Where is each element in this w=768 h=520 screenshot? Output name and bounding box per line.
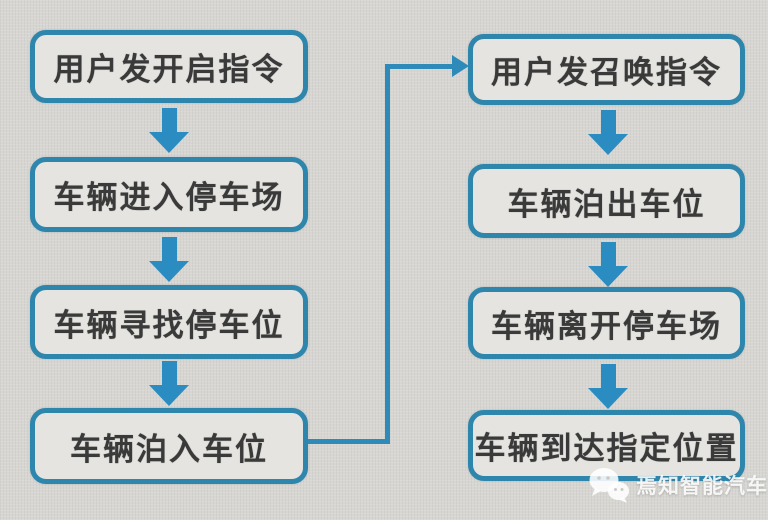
down-arrow-icon <box>149 361 189 406</box>
flow-node-vehicle-finds-spot: 车辆寻找停车位 <box>30 285 308 359</box>
down-arrow-icon <box>149 237 189 282</box>
arrow-stem <box>161 108 177 132</box>
flow-node-vehicle-leaves-lot: 车辆离开停车场 <box>468 287 745 359</box>
arrow-head <box>149 261 189 282</box>
down-arrow-icon <box>588 110 628 155</box>
arrow-head <box>588 388 628 409</box>
down-arrow-icon <box>588 242 628 287</box>
arrow-head <box>588 266 628 287</box>
connector-segment-vertical <box>385 64 390 444</box>
wechat-icon <box>589 468 629 503</box>
connector-segment-bottom <box>308 439 390 444</box>
watermark: 焉知智能汽车 <box>588 466 768 504</box>
flow-node-label: 车辆进入停车场 <box>53 180 285 215</box>
arrow-head <box>149 385 189 406</box>
flow-node-user-summon-command: 用户发召唤指令 <box>468 34 745 105</box>
connector-arrowhead-icon <box>452 55 469 77</box>
flow-node-vehicle-parks-in: 车辆泊入车位 <box>30 408 308 484</box>
flow-node-label: 车辆离开停车场 <box>491 308 722 344</box>
flow-node-label: 用户发开启指令 <box>53 52 285 87</box>
down-arrow-icon <box>149 108 189 153</box>
arrow-head <box>149 132 189 153</box>
flow-node-label: 车辆到达指定位置 <box>474 431 739 466</box>
arrow-stem <box>161 361 177 385</box>
flow-node-user-start-command: 用户发开启指令 <box>30 30 308 103</box>
connector-segment-top <box>388 64 454 69</box>
flow-node-label: 用户发召唤指令 <box>491 55 722 90</box>
flow-node-vehicle-parks-out: 车辆泊出车位 <box>468 164 745 238</box>
watermark-text: 焉知智能汽车 <box>636 475 768 498</box>
flow-node-label: 车辆寻找停车位 <box>53 307 285 343</box>
down-arrow-icon <box>588 364 628 409</box>
arrow-head <box>588 134 628 155</box>
arrow-stem <box>161 237 177 261</box>
flow-node-label: 车辆泊入车位 <box>70 431 268 467</box>
flow-node-label: 车辆泊出车位 <box>507 186 706 222</box>
arrow-stem <box>600 364 616 388</box>
flow-node-vehicle-arrives-destination: 车辆到达指定位置 <box>468 410 745 481</box>
flow-node-vehicle-enters-lot: 车辆进入停车场 <box>30 157 308 232</box>
arrow-stem <box>600 242 616 266</box>
arrow-stem <box>600 110 616 134</box>
